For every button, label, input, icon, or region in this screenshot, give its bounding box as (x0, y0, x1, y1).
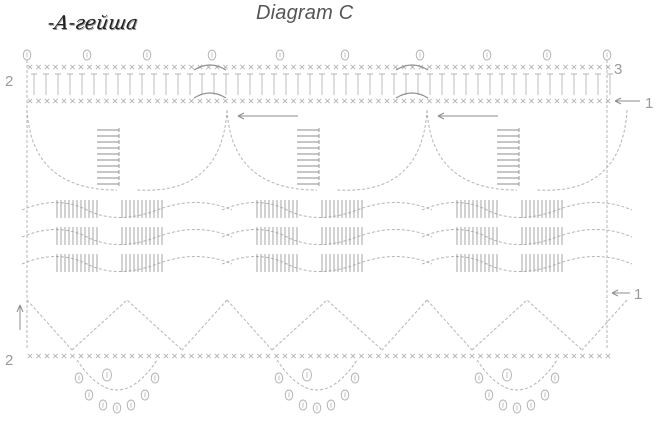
motif-1-wave-1 (221, 229, 433, 245)
row-label-top-right: 3 (614, 61, 623, 78)
motif-2-picot-5 (540, 389, 550, 401)
motif-0-block-0 (56, 200, 163, 218)
motif-2-center-picot (502, 368, 512, 382)
top-picot-7 (482, 49, 492, 61)
top-picot-6 (415, 49, 425, 61)
row-label-bottom-left: 2 (5, 352, 14, 369)
arrow-left-up (16, 304, 24, 330)
motif-2-block-1 (456, 227, 563, 245)
motif-0-left-arch (26, 109, 118, 191)
motif-0-wave-2 (21, 256, 233, 272)
motif-2-picot-0 (474, 372, 484, 384)
top-picot-4 (275, 49, 285, 61)
diagram-title: Diagram C (256, 2, 354, 24)
top-picot-5 (340, 49, 350, 61)
motif-2-scallop (476, 359, 558, 391)
motif-1-picot-1 (284, 389, 294, 401)
top-dc-stitches (31, 73, 613, 95)
bottom-sc-row (27, 353, 611, 359)
motif-2-picot-1 (484, 389, 494, 401)
motif-1-picot-3 (312, 402, 322, 414)
motif-2-picot-3 (512, 402, 522, 414)
motif-1-wave-2 (221, 256, 433, 272)
author-signature: -А-гейша (46, 12, 140, 34)
motif-2-fan (497, 128, 520, 186)
motif-0-right-arch (136, 109, 228, 191)
top-cluster-0 (193, 64, 227, 99)
motif-0-wave-0 (21, 202, 233, 218)
motif-0-block-1 (56, 227, 163, 245)
motif-1-picot-2 (298, 399, 308, 411)
row-label-arrow-mid: 1 (634, 286, 643, 303)
motif-0-picot-1 (84, 389, 94, 401)
top-edge-sc-row (27, 64, 611, 70)
motif-1-fan (297, 128, 320, 186)
top-cluster-1 (395, 64, 429, 99)
motif-2-wave-2 (421, 256, 633, 272)
top-picot-8 (542, 49, 552, 61)
motif-2-block-0 (456, 200, 563, 218)
motif-1-scallop (276, 359, 358, 391)
motif-0-lower-diag (26, 299, 228, 351)
motif-1-right-arch (336, 109, 428, 191)
row1-sc-row (27, 98, 611, 104)
top-picot-3 (207, 49, 217, 61)
motif-2-picot-2 (498, 399, 508, 411)
motif-2-left-arch (426, 109, 518, 191)
motif-1-block-2 (256, 254, 363, 272)
motif-0-picot-3 (112, 402, 122, 414)
motif-0-wave-1 (21, 229, 233, 245)
motif-1-picot-5 (340, 389, 350, 401)
motif-1-picot-0 (274, 372, 284, 384)
motif-1-lower-diag (226, 299, 428, 351)
motif-1-block-0 (256, 200, 363, 218)
motif-0-center-picot (102, 368, 112, 382)
arrow-row1-mid (611, 289, 630, 297)
motif-0-picot-6 (150, 372, 160, 384)
motif-1-block-1 (256, 227, 363, 245)
motif-2-wave-1 (421, 229, 633, 245)
arrow-row1-top (614, 97, 640, 105)
motif-0-block-2 (56, 254, 163, 272)
motif-1-left-arch (226, 109, 318, 191)
motif-2-lower-diag (426, 299, 628, 351)
motif-0-fan (97, 128, 120, 186)
motif-2-right-arch (536, 109, 628, 191)
motif-1-picot-6 (350, 372, 360, 384)
motif-2-block-2 (456, 254, 563, 272)
motif-1-picot-4 (326, 399, 336, 411)
motif-0-picot-4 (126, 399, 136, 411)
motif-0-picot-0 (74, 372, 84, 384)
top-picot-1 (82, 49, 92, 61)
arrow-inner-1 (237, 112, 298, 120)
motif-0-scallop (76, 359, 158, 391)
motif-1-center-picot (302, 368, 312, 382)
top-picot-2 (142, 49, 152, 61)
motif-1-wave-0 (221, 202, 433, 218)
motif-0-picot-2 (98, 399, 108, 411)
motif-2-picot-4 (526, 399, 536, 411)
motif-2-picot-6 (550, 372, 560, 384)
row-label-arrow-top: 1 (645, 95, 654, 112)
motif-2-wave-0 (421, 202, 633, 218)
arrow-inner-2 (437, 112, 498, 120)
motif-0-picot-5 (140, 389, 150, 401)
row-label-top-left: 2 (5, 73, 14, 90)
